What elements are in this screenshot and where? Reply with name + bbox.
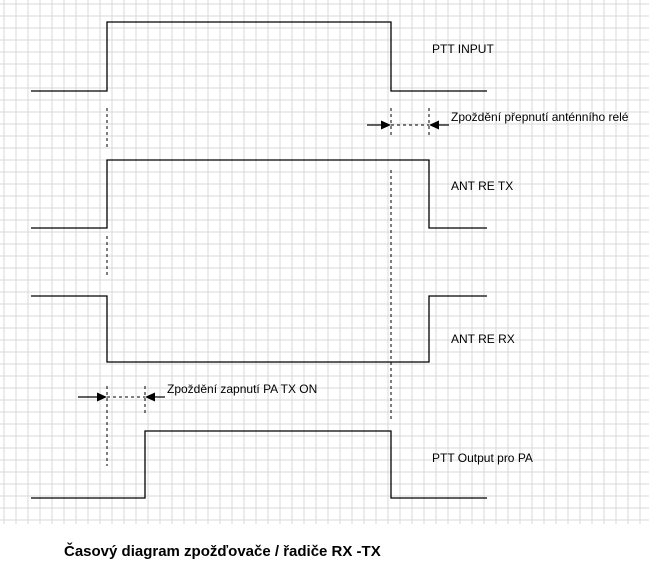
ant-relay-delay-arrows xyxy=(367,120,449,130)
ant-re-rx-waveform xyxy=(31,295,487,363)
ant-re-tx-waveform xyxy=(31,159,487,229)
ptt-input-waveform xyxy=(31,21,487,92)
reference-lines xyxy=(106,21,430,466)
diagram-title: Časový diagram zpožďovače / řadiče RX -T… xyxy=(64,542,381,560)
grid xyxy=(0,0,649,524)
ant-relay-delay-label: Zpoždění přepnutí anténního relé xyxy=(451,110,629,124)
ptt-input-label: PTT INPUT xyxy=(432,42,494,56)
pa-on-delay-arrows xyxy=(78,392,165,402)
ant-re-tx-label: ANT RE TX xyxy=(451,179,513,193)
ant-re-rx-label: ANT RE RX xyxy=(451,332,515,346)
ptt-output-label: PTT Output pro PA xyxy=(432,451,533,465)
pa-on-delay-label: Zpoždění zapnutí PA TX ON xyxy=(167,382,317,396)
